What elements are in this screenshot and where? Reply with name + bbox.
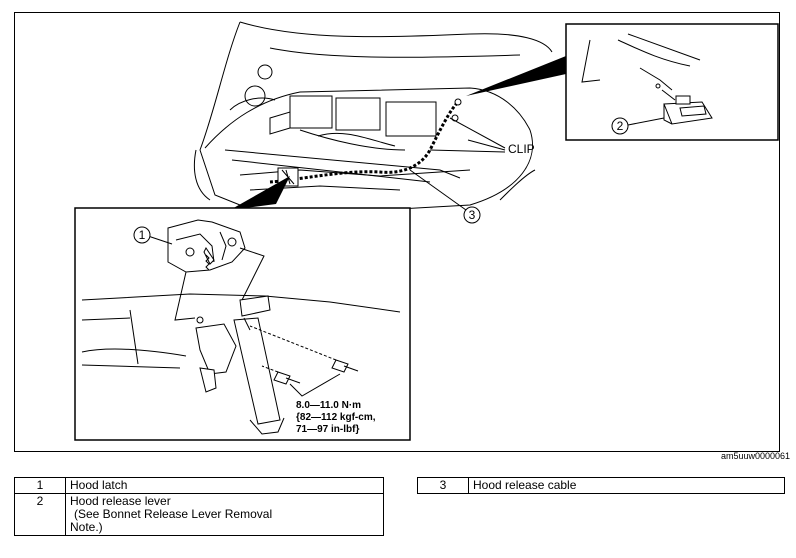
torque-line-3: 71—97 in-lbf} bbox=[296, 424, 359, 435]
clip-label: CLIP bbox=[508, 142, 535, 156]
legend-row: 1 Hood latch bbox=[14, 477, 384, 494]
legend-table-right: 3 Hood release cable bbox=[417, 477, 785, 494]
latch-inset-pointer bbox=[230, 176, 290, 210]
callout-1-label: 1 bbox=[139, 228, 146, 242]
lever-inset-drawing bbox=[581, 33, 713, 135]
callout-2-label: 2 bbox=[617, 119, 624, 133]
callout-3 bbox=[409, 169, 481, 224]
legend-note: Note.) bbox=[70, 520, 103, 534]
legend-text: Hood release cable bbox=[468, 477, 785, 494]
legend-number: 2 bbox=[14, 493, 66, 536]
legend-table-left: 1 Hood latch 2 Hood release lever (See B… bbox=[14, 477, 384, 536]
figure-code: am5uuw0000061 bbox=[720, 451, 790, 461]
legend-text: Hood latch bbox=[65, 477, 384, 494]
clip-leaders bbox=[429, 117, 506, 153]
legend-row: 2 Hood release lever (See Bonnet Release… bbox=[14, 493, 384, 536]
bolt-right bbox=[249, 325, 359, 373]
legend-note: (See Bonnet Release Lever Removal bbox=[74, 507, 273, 521]
latch-inset-drawing bbox=[81, 219, 401, 435]
vehicle-front-sketch bbox=[193, 21, 553, 211]
bolt-left bbox=[261, 365, 301, 385]
torque-line-1: 8.0—11.0 N·m bbox=[296, 400, 361, 411]
lever-inset-pointer bbox=[466, 56, 566, 96]
legend-number: 1 bbox=[14, 477, 66, 494]
legend-number: 3 bbox=[417, 477, 469, 494]
torque-line-2: {82—112 kgf-cm, bbox=[296, 412, 376, 423]
legend-cell: Hood release lever (See Bonnet Release L… bbox=[65, 493, 384, 536]
legend-text: Hood release lever bbox=[70, 494, 171, 508]
legend-row: 3 Hood release cable bbox=[417, 477, 785, 494]
diagram-frame bbox=[14, 12, 780, 452]
callout-3-label: 3 bbox=[469, 208, 476, 222]
